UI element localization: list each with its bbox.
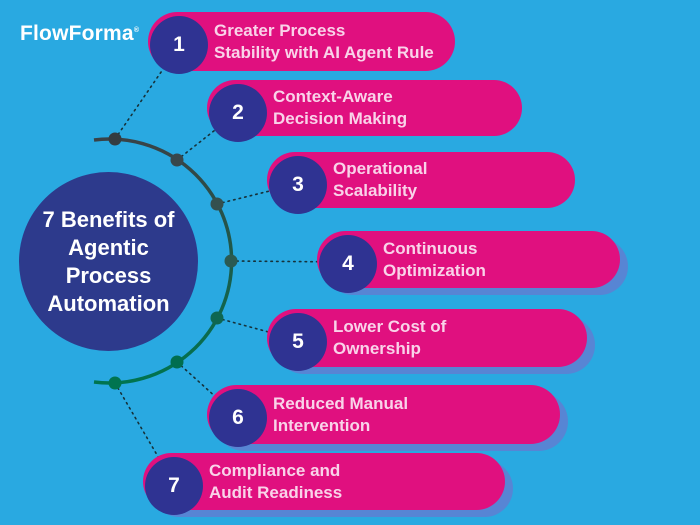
benefit-label-line1: Operational [333,159,428,178]
benefit-label-line1: Continuous [383,238,478,258]
benefit-label-line1: Greater Process [214,20,346,40]
benefit-number-badge: 3 [269,156,327,214]
trademark-symbol: ® [133,27,140,34]
benefit-label-line2: Scalability [333,181,418,200]
benefit-pill-7: 7 Compliance and Audit Readiness [143,453,505,515]
arc-node-4 [224,254,238,268]
central-title-line: Automation [47,290,170,316]
benefit-label-line2: Ownership [333,339,421,358]
benefit-label-line2: Intervention [273,415,371,435]
benefit-number-badge: 2 [209,84,267,142]
benefit-pill-6: 6 Reduced Manual Intervention [207,385,560,447]
arc-node-1 [108,132,122,146]
benefit-number-badge: 7 [145,457,203,515]
benefit-label: Context-Aware Decision Making [273,86,407,130]
benefit-label-line2: Decision Making [273,109,408,128]
arc-node-7 [108,376,122,390]
central-title-line: Process [65,262,152,288]
dotted-connector-1 [114,45,180,140]
arc-node-6 [170,355,184,369]
benefit-pill-3: 3 Operational Scalability [267,152,575,214]
brand-logo: FlowForma® [20,22,139,46]
brand-name: FlowForma [20,22,134,45]
benefit-label-line2: Optimization [383,260,486,280]
arc-node-5 [210,311,224,325]
benefit-label-line1: Context-Aware [273,87,393,106]
benefit-pill-1: 1 Greater Process Stability with AI Agen… [148,12,455,74]
benefit-label-line2: Audit Readiness [209,482,343,502]
benefit-label: Reduced Manual Intervention [273,393,408,437]
benefit-number-badge: 5 [269,313,327,371]
benefit-number-badge: 6 [209,389,267,447]
benefit-pill-2: 2 Context-Aware Decision Making [207,80,522,142]
benefit-number-badge: 1 [150,16,208,74]
benefit-number-badge: 4 [319,235,377,293]
benefit-label: Operational Scalability [333,158,427,202]
arc-node-2 [170,153,184,167]
central-title-line: Agentic [68,234,149,260]
central-title-circle: 7 Benefits of Agentic Process Automation [19,172,198,351]
benefit-label-line2: Stability with AI Agent Rule [214,42,434,62]
arc-node-3 [210,197,224,211]
benefit-label: Continuous Optimization [383,238,486,282]
benefit-label-line1: Compliance and [209,460,341,480]
benefit-label: Lower Cost of Ownership [333,316,446,360]
benefit-pill-4: 4 Continuous Optimization [317,231,620,293]
benefit-pill-5: 5 Lower Cost of Ownership [267,309,587,371]
central-title-line: 7 Benefits of [42,206,175,232]
benefit-label-line1: Lower Cost of [333,317,447,336]
benefit-label: Greater Process Stability with AI Agent … [214,20,434,64]
benefit-label: Compliance and Audit Readiness [209,460,342,504]
benefit-label-line1: Reduced Manual [273,393,409,413]
